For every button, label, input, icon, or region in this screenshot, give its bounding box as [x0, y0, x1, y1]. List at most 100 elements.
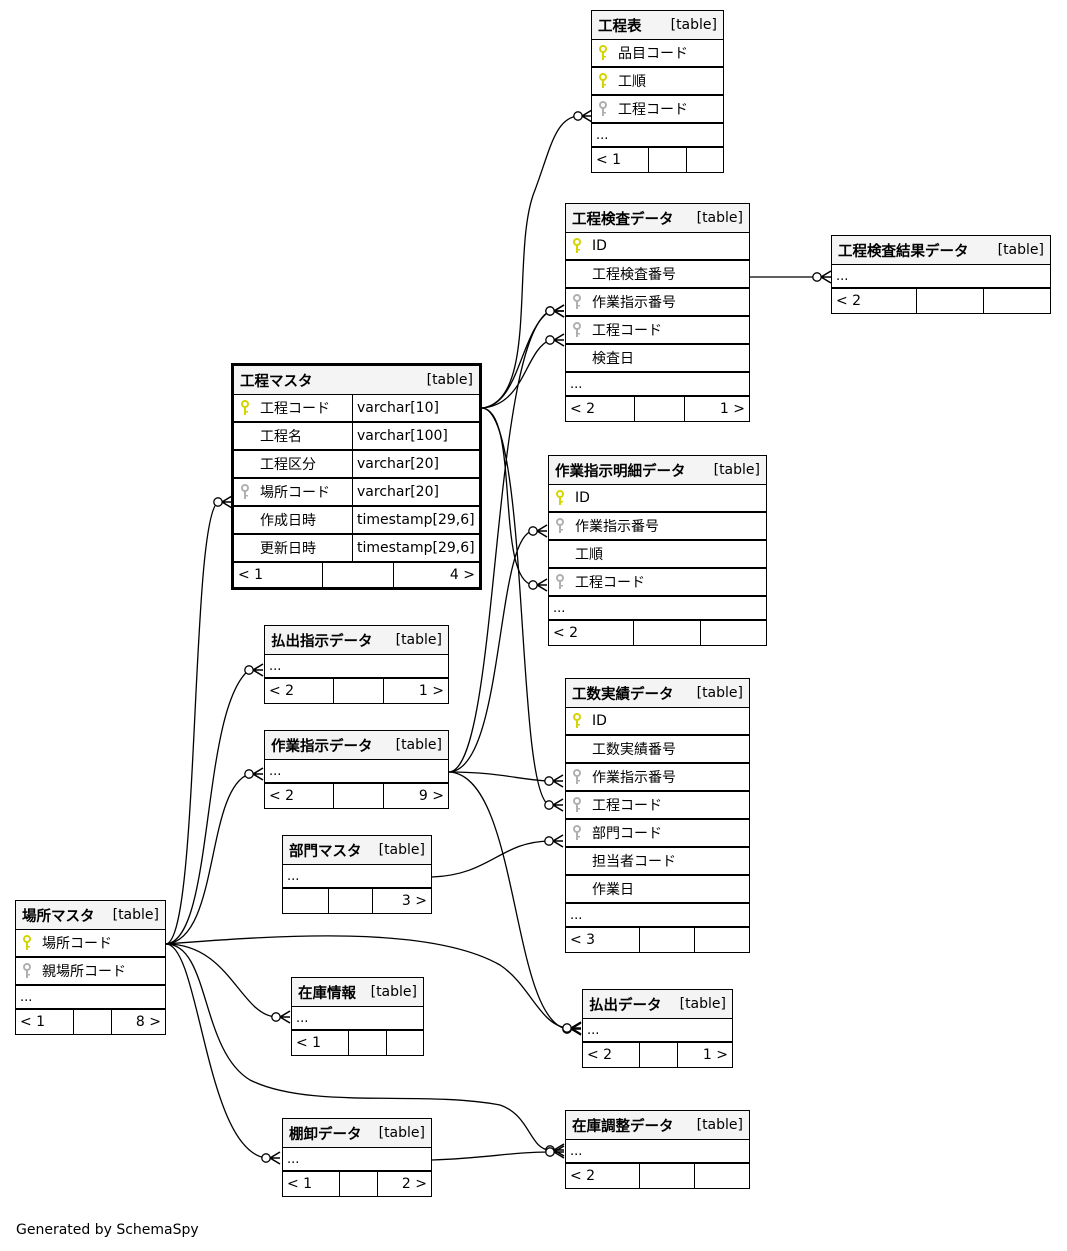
more-columns-ellipsis[interactable]: ... — [592, 124, 723, 148]
parents-count[interactable]: < 1 — [238, 567, 264, 583]
more-columns-ellipsis[interactable]: ... — [583, 1019, 732, 1043]
column-row[interactable]: 部門コード — [566, 820, 749, 848]
table-header[interactable]: 払出データ[table] — [583, 990, 732, 1019]
children-count[interactable]: 2 > — [377, 1172, 431, 1196]
more-columns-ellipsis[interactable]: ... — [566, 1140, 749, 1164]
more-columns-ellipsis[interactable]: ... — [16, 986, 165, 1010]
table-sagyou-shiji-data[interactable]: 作業指示データ[table]... < 2 9 > — [264, 730, 449, 809]
parents-count[interactable]: < 2 — [570, 401, 596, 417]
column-row[interactable]: 担当者コード — [566, 848, 749, 876]
table-haraidashi-data[interactable]: 払出データ[table]... < 2 1 > — [582, 989, 733, 1068]
children-count[interactable] — [386, 1031, 423, 1055]
table-header[interactable]: 部門マスタ[table] — [283, 836, 431, 865]
children-count[interactable]: 3 > — [372, 889, 431, 913]
column-row[interactable]: ID — [566, 708, 749, 736]
table-header[interactable]: 棚卸データ[table] — [283, 1119, 431, 1148]
table-header[interactable]: 工程マスタ[table] — [234, 366, 479, 395]
parents-count[interactable]: < 1 — [596, 152, 622, 168]
column-row[interactable]: 工数実績番号 — [566, 736, 749, 764]
children-count[interactable] — [694, 928, 749, 952]
parents-count[interactable] — [283, 889, 328, 913]
table-header[interactable]: 工程検査結果データ[table] — [832, 236, 1050, 265]
children-count[interactable]: 9 > — [383, 784, 448, 808]
parents-count[interactable]: < 2 — [269, 683, 295, 699]
table-koutei-kensa-kekka-data[interactable]: 工程検査結果データ[table]... < 2 — [831, 235, 1051, 314]
column-row[interactable]: 検査日 — [566, 345, 749, 373]
primary-key-icon — [234, 400, 256, 416]
table-header[interactable]: 作業指示データ[table] — [265, 731, 448, 760]
column-type: varchar[20] — [352, 451, 479, 477]
table-header[interactable]: 場所マスタ[table] — [16, 901, 165, 930]
table-name: 部門マスタ — [289, 843, 362, 860]
parents-count[interactable]: < 2 — [269, 788, 295, 804]
parents-count[interactable]: < 1 — [296, 1035, 322, 1051]
column-row[interactable]: ID — [549, 485, 766, 513]
column-row[interactable]: 工程コード — [592, 96, 723, 124]
children-count[interactable] — [694, 1164, 749, 1188]
more-columns-ellipsis[interactable]: ... — [832, 265, 1050, 289]
column-row[interactable]: 工程コード — [566, 317, 749, 345]
more-columns-ellipsis[interactable]: ... — [283, 1148, 431, 1172]
children-count[interactable] — [686, 148, 723, 172]
table-header[interactable]: 工程表[table] — [592, 11, 723, 40]
column-row[interactable]: 場所コード — [16, 930, 165, 958]
table-haraidashi-shiji-data[interactable]: 払出指示データ[table]... < 2 1 > — [264, 625, 449, 704]
more-columns-ellipsis[interactable]: ... — [566, 904, 749, 928]
children-count[interactable]: 1 > — [383, 679, 448, 703]
table-header[interactable]: 工数実績データ[table] — [566, 679, 749, 708]
more-columns-ellipsis[interactable]: ... — [283, 865, 431, 889]
children-count[interactable]: 1 > — [684, 397, 749, 421]
table-bumon-master[interactable]: 部門マスタ[table]...3 > — [282, 835, 432, 914]
parents-count[interactable]: < 2 — [570, 1168, 596, 1184]
table-zaiko-chousei-data[interactable]: 在庫調整データ[table]... < 2 — [565, 1110, 750, 1189]
column-name: 工数実績番号 — [592, 742, 676, 758]
column-row[interactable]: 工程コード — [566, 792, 749, 820]
children-count[interactable]: 4 > — [393, 563, 479, 587]
parents-count[interactable]: < 3 — [570, 932, 596, 948]
children-count[interactable]: 8 > — [111, 1010, 165, 1034]
table-header[interactable]: 作業指示明細データ[table] — [549, 456, 766, 485]
children-count[interactable]: 1 > — [677, 1043, 732, 1067]
column-row[interactable]: 工順 — [592, 68, 723, 96]
parents-count[interactable]: < 2 — [587, 1047, 613, 1063]
parents-count[interactable]: < 1 — [287, 1176, 313, 1192]
column-row[interactable]: 作業日 — [566, 876, 749, 904]
parents-count[interactable]: < 1 — [20, 1014, 46, 1030]
parents-count[interactable]: < 2 — [553, 625, 579, 641]
table-tanaoroshi-data[interactable]: 棚卸データ[table]... < 1 2 > — [282, 1118, 432, 1197]
table-header[interactable]: 工程検査データ[table] — [566, 204, 749, 233]
column-row[interactable]: 作業指示番号 — [566, 289, 749, 317]
column-row[interactable]: 作業指示番号 — [549, 513, 766, 541]
parents-count[interactable]: < 2 — [836, 293, 862, 309]
more-columns-ellipsis[interactable]: ... — [265, 760, 448, 784]
table-basho-master[interactable]: 場所マスタ[table]場所コード親場所コード... < 1 8 > — [15, 900, 166, 1035]
more-columns-ellipsis[interactable]: ... — [566, 373, 749, 397]
children-count[interactable] — [983, 289, 1050, 313]
more-columns-ellipsis[interactable]: ... — [292, 1007, 423, 1031]
table-header[interactable]: 在庫情報[table] — [292, 978, 423, 1007]
table-header[interactable]: 在庫調整データ[table] — [566, 1111, 749, 1140]
children-count[interactable] — [700, 621, 766, 645]
column-row[interactable]: 工程検査番号 — [566, 261, 749, 289]
column-row[interactable]: 品目コード — [592, 40, 723, 68]
table-kousuu-jisseki-data[interactable]: 工数実績データ[table]ID 工数実績番号作業指示番号工程コード部門コード担当… — [565, 678, 750, 953]
column-row[interactable]: 親場所コード — [16, 958, 165, 986]
more-columns-ellipsis[interactable]: ... — [265, 655, 448, 679]
table-koutei-hyou[interactable]: 工程表[table]品目コード工順工程コード... < 1 — [591, 10, 724, 173]
more-columns-ellipsis[interactable]: ... — [549, 597, 766, 621]
table-header[interactable]: 払出指示データ[table] — [265, 626, 448, 655]
column-row[interactable]: 工順 — [549, 541, 766, 569]
column-row[interactable]: 工程コード — [549, 569, 766, 597]
column-row[interactable]: 作業指示番号 — [566, 764, 749, 792]
table-zaiko-jouhou[interactable]: 在庫情報[table]... < 1 — [291, 977, 424, 1056]
column-row[interactable]: ID — [566, 233, 749, 261]
